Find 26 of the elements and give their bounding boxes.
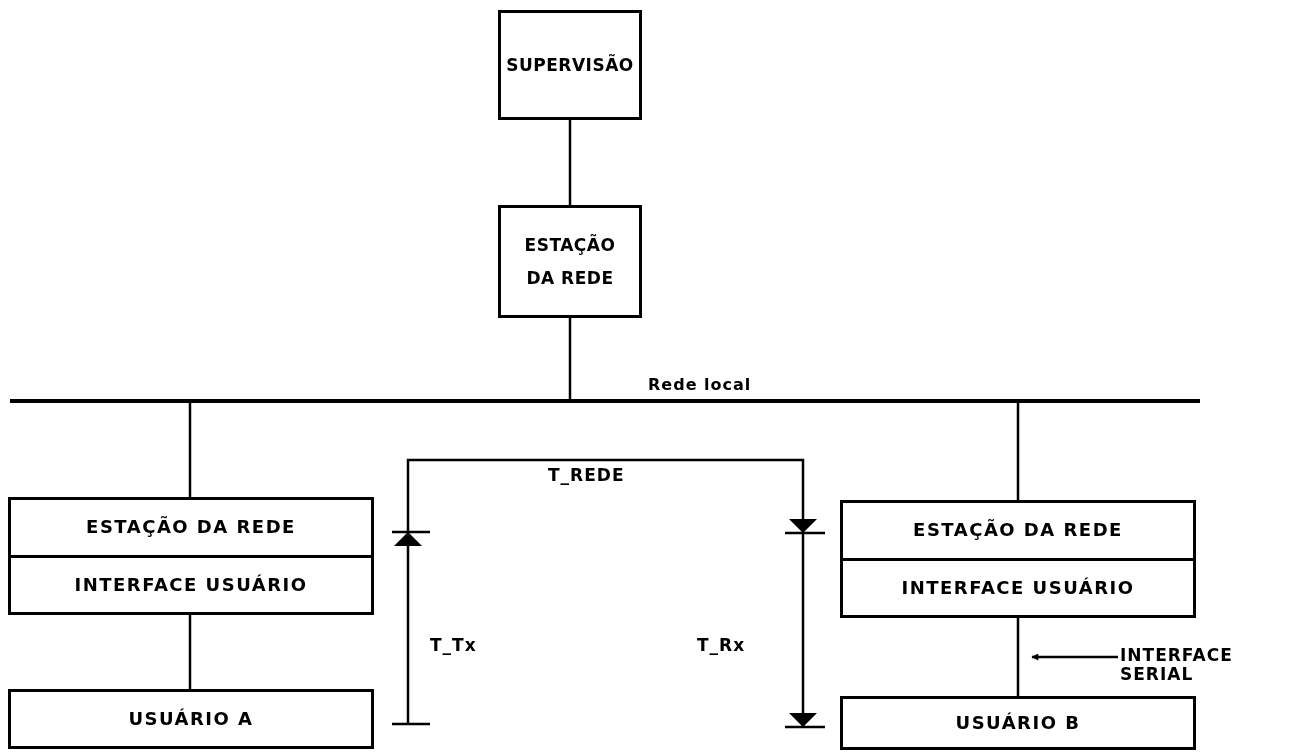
network-label: Rede local	[648, 376, 752, 394]
connector-line	[1016, 403, 1020, 500]
timing-label: T_Tx	[430, 636, 477, 655]
process-box	[8, 497, 374, 615]
box-label: INTERFACE USUÁRIO	[900, 575, 1136, 600]
box-label: SUPERVISÃO	[506, 53, 634, 77]
process-box	[8, 689, 374, 749]
process-box	[840, 500, 1196, 618]
box-label: USUÁRIO A	[127, 706, 255, 731]
process-box	[498, 205, 642, 318]
box-label: ESTAÇÃO DA REDE	[85, 515, 297, 540]
connector-line	[188, 403, 192, 497]
connector-line	[568, 120, 572, 205]
process-box	[498, 10, 642, 120]
timing-label: T_Rx	[697, 636, 746, 655]
leader-arrow	[1031, 653, 1118, 661]
annotation-text: INTERFACE SERIAL	[1120, 646, 1250, 684]
connector-line	[568, 318, 572, 399]
box-label: INTERFACE USUÁRIO	[73, 572, 309, 597]
connector-line	[1016, 618, 1020, 696]
box-label: USUÁRIO B	[954, 710, 1082, 735]
process-box	[840, 696, 1196, 750]
connector-line	[188, 615, 192, 689]
box-label: ESTAÇÃO DA REDE	[912, 518, 1124, 543]
timing-label: T_REDE	[548, 466, 625, 485]
box-label: ESTAÇÃO DA REDE	[523, 233, 617, 290]
